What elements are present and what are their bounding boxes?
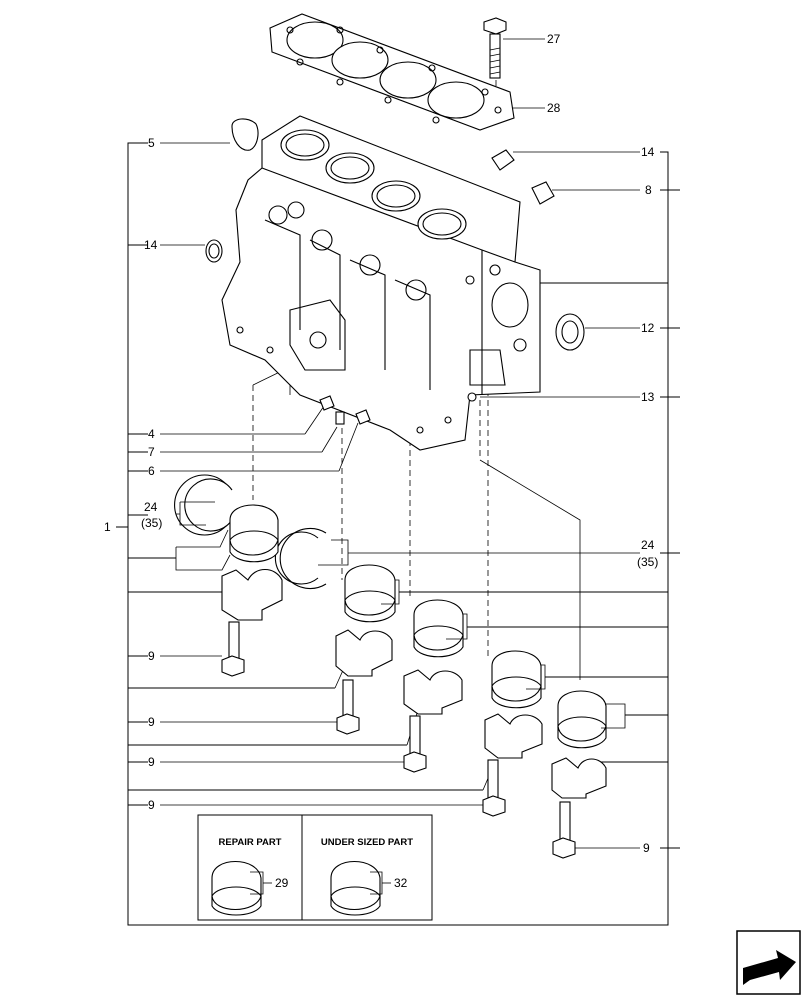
callout-28: 28 [547, 101, 561, 115]
main-bearings [221, 504, 607, 859]
callout-14-right: 14 [641, 145, 655, 159]
callout-9-4: 9 [148, 798, 155, 812]
callout-24-right: 24 [641, 538, 655, 552]
plug-14-right [491, 149, 515, 171]
callout-1: 1 [104, 520, 111, 534]
bushing-12 [555, 313, 585, 351]
pin-13 [467, 392, 477, 402]
right-bracket [399, 189, 680, 849]
block-small-parts [205, 118, 585, 425]
pin-7 [335, 411, 345, 425]
seal-14-left [205, 239, 223, 263]
callout-12: 12 [641, 321, 655, 335]
under-sized-part-title: UNDER SIZED PART [321, 837, 413, 848]
left-bracket [116, 142, 669, 926]
callout-9-2: 9 [148, 715, 155, 729]
next-page-arrow-icon[interactable] [736, 930, 801, 995]
callout-35-left: (35) [141, 516, 162, 530]
callout-8: 8 [645, 183, 652, 197]
callout-9-5: 9 [643, 841, 650, 855]
callout-labels: 27 28 5 14 8 14 12 13 4 7 6 1 24 (35) 24… [104, 32, 658, 890]
head-gasket [269, 13, 515, 131]
plug-5 [231, 118, 259, 151]
plug-6 [355, 409, 371, 425]
thrust-washer-right [274, 531, 319, 585]
callout-4: 4 [148, 427, 155, 441]
thrust-washer-left [184, 478, 233, 532]
head-bolt [483, 17, 507, 79]
callout-9-3: 9 [148, 755, 155, 769]
callout-9-1: 9 [148, 649, 155, 663]
callout-32: 32 [394, 876, 408, 890]
callout-6: 6 [148, 464, 155, 478]
repair-part-title: REPAIR PART [219, 837, 282, 848]
cylinder-block [221, 115, 541, 451]
callout-29: 29 [275, 876, 289, 890]
callout-27: 27 [547, 32, 561, 46]
plug-4 [319, 395, 335, 411]
legend-box: REPAIR PART UNDER SIZED PART [197, 814, 433, 921]
callout-7: 7 [148, 445, 155, 459]
plug-8 [531, 181, 555, 205]
callout-24-left: 24 [144, 500, 158, 514]
callout-5: 5 [148, 136, 155, 150]
leader-lines [160, 38, 640, 849]
thrust-washers [174, 474, 327, 590]
callout-13: 13 [641, 390, 655, 404]
callout-35-right: (35) [637, 555, 658, 569]
callout-14-left: 14 [144, 238, 158, 252]
